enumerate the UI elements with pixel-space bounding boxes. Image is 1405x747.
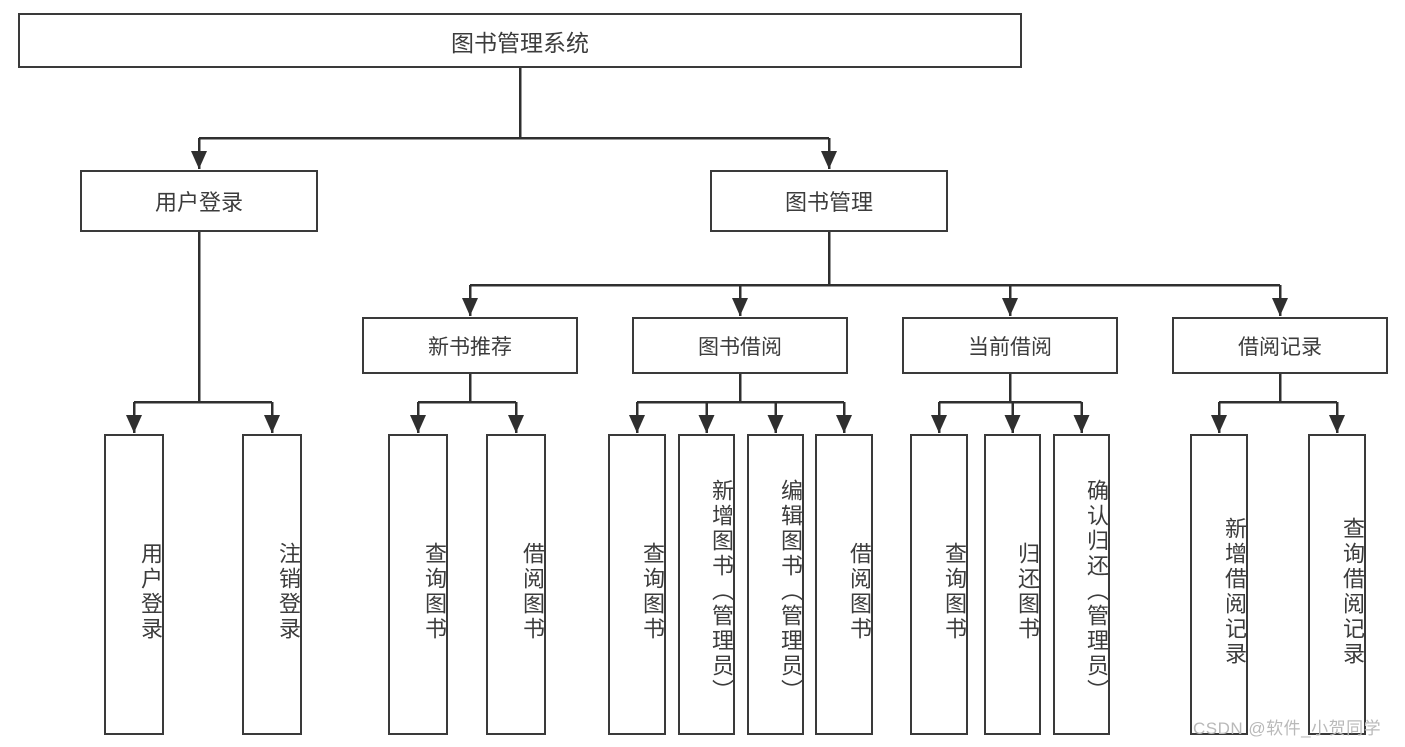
node-label: 图书管理系统 <box>451 29 589 56</box>
node-leaf-query-borrow-record[interactable]: 查询借阅记录 <box>1308 434 1366 735</box>
node-leaf-user-login[interactable]: 用户登录 <box>104 434 164 735</box>
node-current-borrow[interactable]: 当前借阅 <box>902 317 1118 374</box>
node-label: 确认归还（管理员） <box>1084 479 1109 704</box>
node-leaf-edit-book-admin[interactable]: 编辑图书（管理员） <box>747 434 804 735</box>
node-label: 查询图书 <box>640 541 665 642</box>
node-user-login[interactable]: 用户登录 <box>80 170 318 232</box>
node-leaf-borrow-book-rec[interactable]: 借阅图书 <box>486 434 546 735</box>
node-label: 图书管理 <box>784 190 873 215</box>
node-label: 新增图书（管理员） <box>709 479 734 704</box>
node-label: 当前借阅 <box>968 335 1052 359</box>
node-label: 归还图书 <box>1015 541 1040 642</box>
node-borrow-record[interactable]: 借阅记录 <box>1172 317 1388 374</box>
node-leaf-borrow-book[interactable]: 借阅图书 <box>815 434 873 735</box>
node-label: 新书推荐 <box>428 335 512 359</box>
node-label: 图书借阅 <box>698 335 782 359</box>
node-new-book-recommend[interactable]: 新书推荐 <box>362 317 578 374</box>
node-leaf-return-book[interactable]: 归还图书 <box>984 434 1041 735</box>
node-label: 编辑图书（管理员） <box>778 479 803 704</box>
node-book-borrow[interactable]: 图书借阅 <box>632 317 848 374</box>
node-label: 用户登录 <box>154 190 243 215</box>
node-leaf-confirm-return-admin[interactable]: 确认归还（管理员） <box>1053 434 1110 735</box>
node-root[interactable]: 图书管理系统 <box>18 13 1022 68</box>
node-leaf-query-book-current[interactable]: 查询图书 <box>910 434 968 735</box>
node-label: 借阅图书 <box>520 541 545 642</box>
node-label: 查询图书 <box>422 541 447 642</box>
node-label: 用户登录 <box>138 541 163 642</box>
node-label: 借阅记录 <box>1238 335 1322 359</box>
node-label: 查询图书 <box>942 541 967 642</box>
node-leaf-add-book-admin[interactable]: 新增图书（管理员） <box>678 434 735 735</box>
node-label: 新增借阅记录 <box>1222 516 1247 667</box>
node-leaf-user-logout[interactable]: 注销登录 <box>242 434 302 735</box>
watermark-label: CSDN @软件_小贺同学 <box>1193 719 1382 738</box>
node-leaf-query-book-rec[interactable]: 查询图书 <box>388 434 448 735</box>
node-label: 注销登录 <box>276 541 301 642</box>
node-label: 查询借阅记录 <box>1340 516 1365 667</box>
node-leaf-add-borrow-record[interactable]: 新增借阅记录 <box>1190 434 1248 735</box>
node-label: 借阅图书 <box>847 541 872 642</box>
node-leaf-query-book-borrow[interactable]: 查询图书 <box>608 434 666 735</box>
node-book-manage[interactable]: 图书管理 <box>710 170 948 232</box>
